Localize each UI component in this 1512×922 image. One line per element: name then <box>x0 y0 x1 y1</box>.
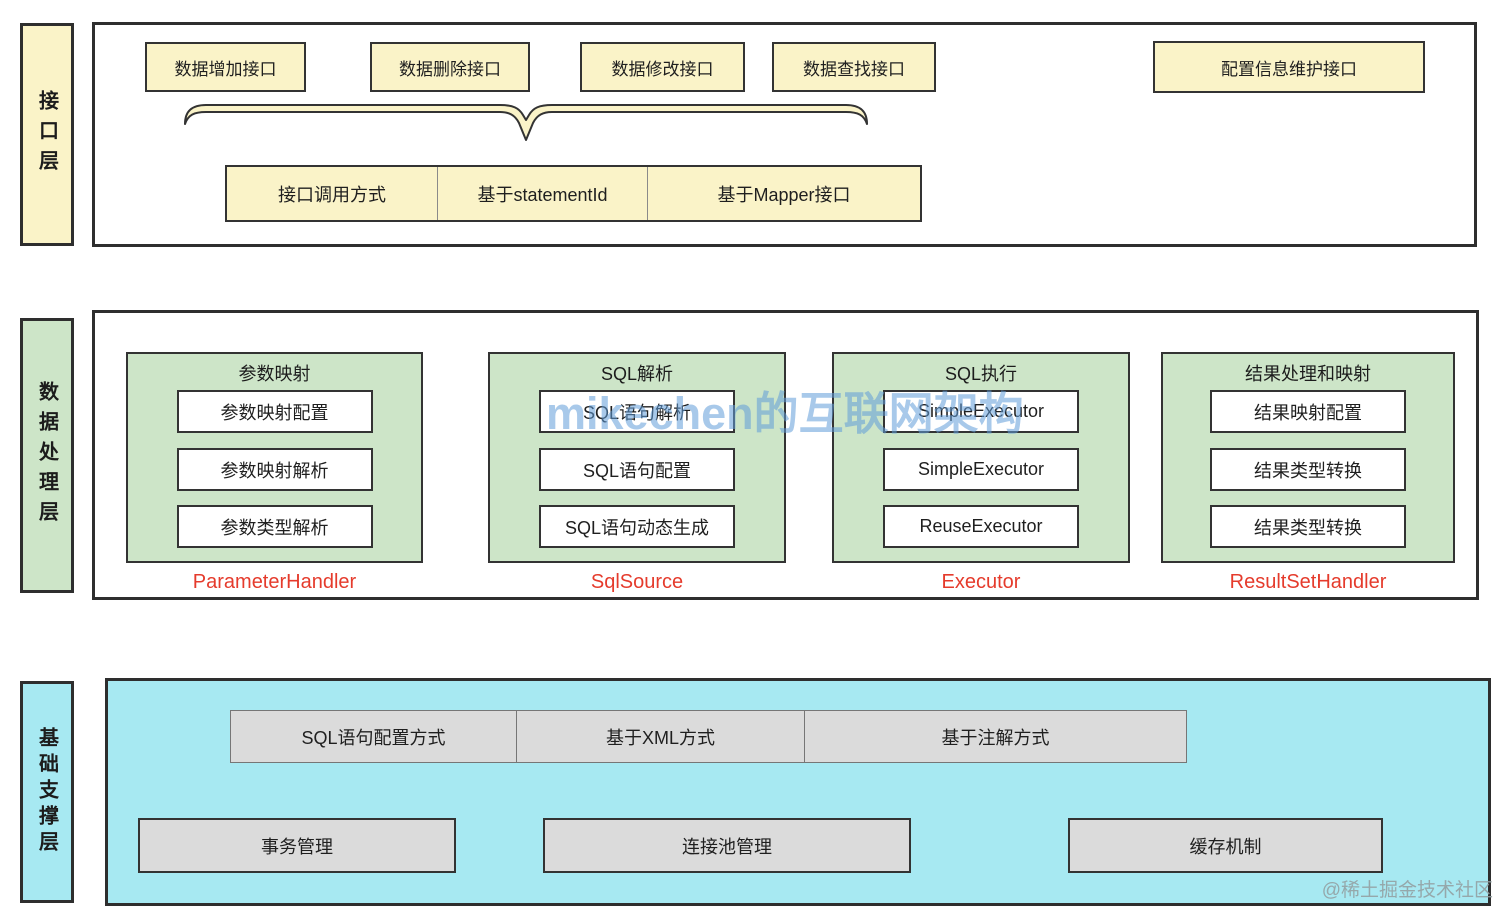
group-item: SimpleExecutor <box>883 448 1079 491</box>
support-box-transaction: 事务管理 <box>138 818 456 873</box>
group-result-mapping: 结果处理和映射 结果映射配置 结果类型转换 结果类型转换 <box>1161 352 1455 563</box>
call-method-bar: 接口调用方式 基于statementId 基于Mapper接口 <box>225 165 922 222</box>
group-title: 结果处理和映射 <box>1245 364 1371 384</box>
call-method-cell: 基于Mapper接口 <box>647 167 920 220</box>
call-method-cell: 接口调用方式 <box>278 184 386 205</box>
sql-config-cell: SQL语句配置方式 <box>301 727 446 748</box>
group-parameter-mapping: 参数映射 参数映射配置 参数映射解析 参数类型解析 <box>126 352 423 563</box>
api-box-update: 数据修改接口 <box>580 42 745 92</box>
group-item: 参数映射配置 <box>176 390 373 433</box>
interface-layer-label: 接口层 <box>20 23 74 246</box>
group-title: 参数映射 <box>238 364 311 384</box>
handler-label-executor: Executor <box>941 570 1021 593</box>
config-maintenance-box: 配置信息维护接口 <box>1153 41 1425 93</box>
group-title: SQL解析 <box>600 364 674 384</box>
group-item: 结果类型转换 <box>1210 505 1406 548</box>
group-item: 参数映射解析 <box>176 448 373 491</box>
group-sql-execution: SQL执行 SimpleExecutor SimpleExecutor Reus… <box>832 352 1130 563</box>
group-item: SQL语句配置 <box>539 448 735 491</box>
foundation-layer-label: 基础支撑层 <box>20 681 74 903</box>
group-item: SQL语句动态生成 <box>539 505 735 548</box>
group-item: SQL语句解析 <box>539 390 735 433</box>
sql-config-cell: 基于XML方式 <box>516 711 804 762</box>
group-item: 结果类型转换 <box>1210 448 1406 491</box>
sql-config-bar: SQL语句配置方式 基于XML方式 基于注解方式 <box>230 710 1187 763</box>
group-sql-parsing: SQL解析 SQL语句解析 SQL语句配置 SQL语句动态生成 <box>488 352 786 563</box>
api-box-insert: 数据增加接口 <box>145 42 306 92</box>
group-item: 结果映射配置 <box>1210 390 1406 433</box>
curly-brace-icon <box>184 104 868 141</box>
handler-label-resultsethandler: ResultSetHandler <box>1229 570 1387 593</box>
sql-config-cell: 基于注解方式 <box>804 711 1186 762</box>
group-item: 参数类型解析 <box>176 505 373 548</box>
support-box-cache: 缓存机制 <box>1068 818 1383 873</box>
api-box-delete: 数据删除接口 <box>370 42 530 92</box>
group-title: SQL执行 <box>944 364 1018 384</box>
processing-layer-label: 数据处理层 <box>20 318 74 593</box>
call-method-cell: 基于statementId <box>437 167 647 220</box>
api-box-query: 数据查找接口 <box>772 42 936 92</box>
group-item: ReuseExecutor <box>883 505 1079 548</box>
group-item: SimpleExecutor <box>883 390 1079 433</box>
handler-label-parameterhandler: ParameterHandler <box>192 570 357 593</box>
handler-label-sqlsource: SqlSource <box>590 570 684 593</box>
support-box-connection-pool: 连接池管理 <box>543 818 911 873</box>
